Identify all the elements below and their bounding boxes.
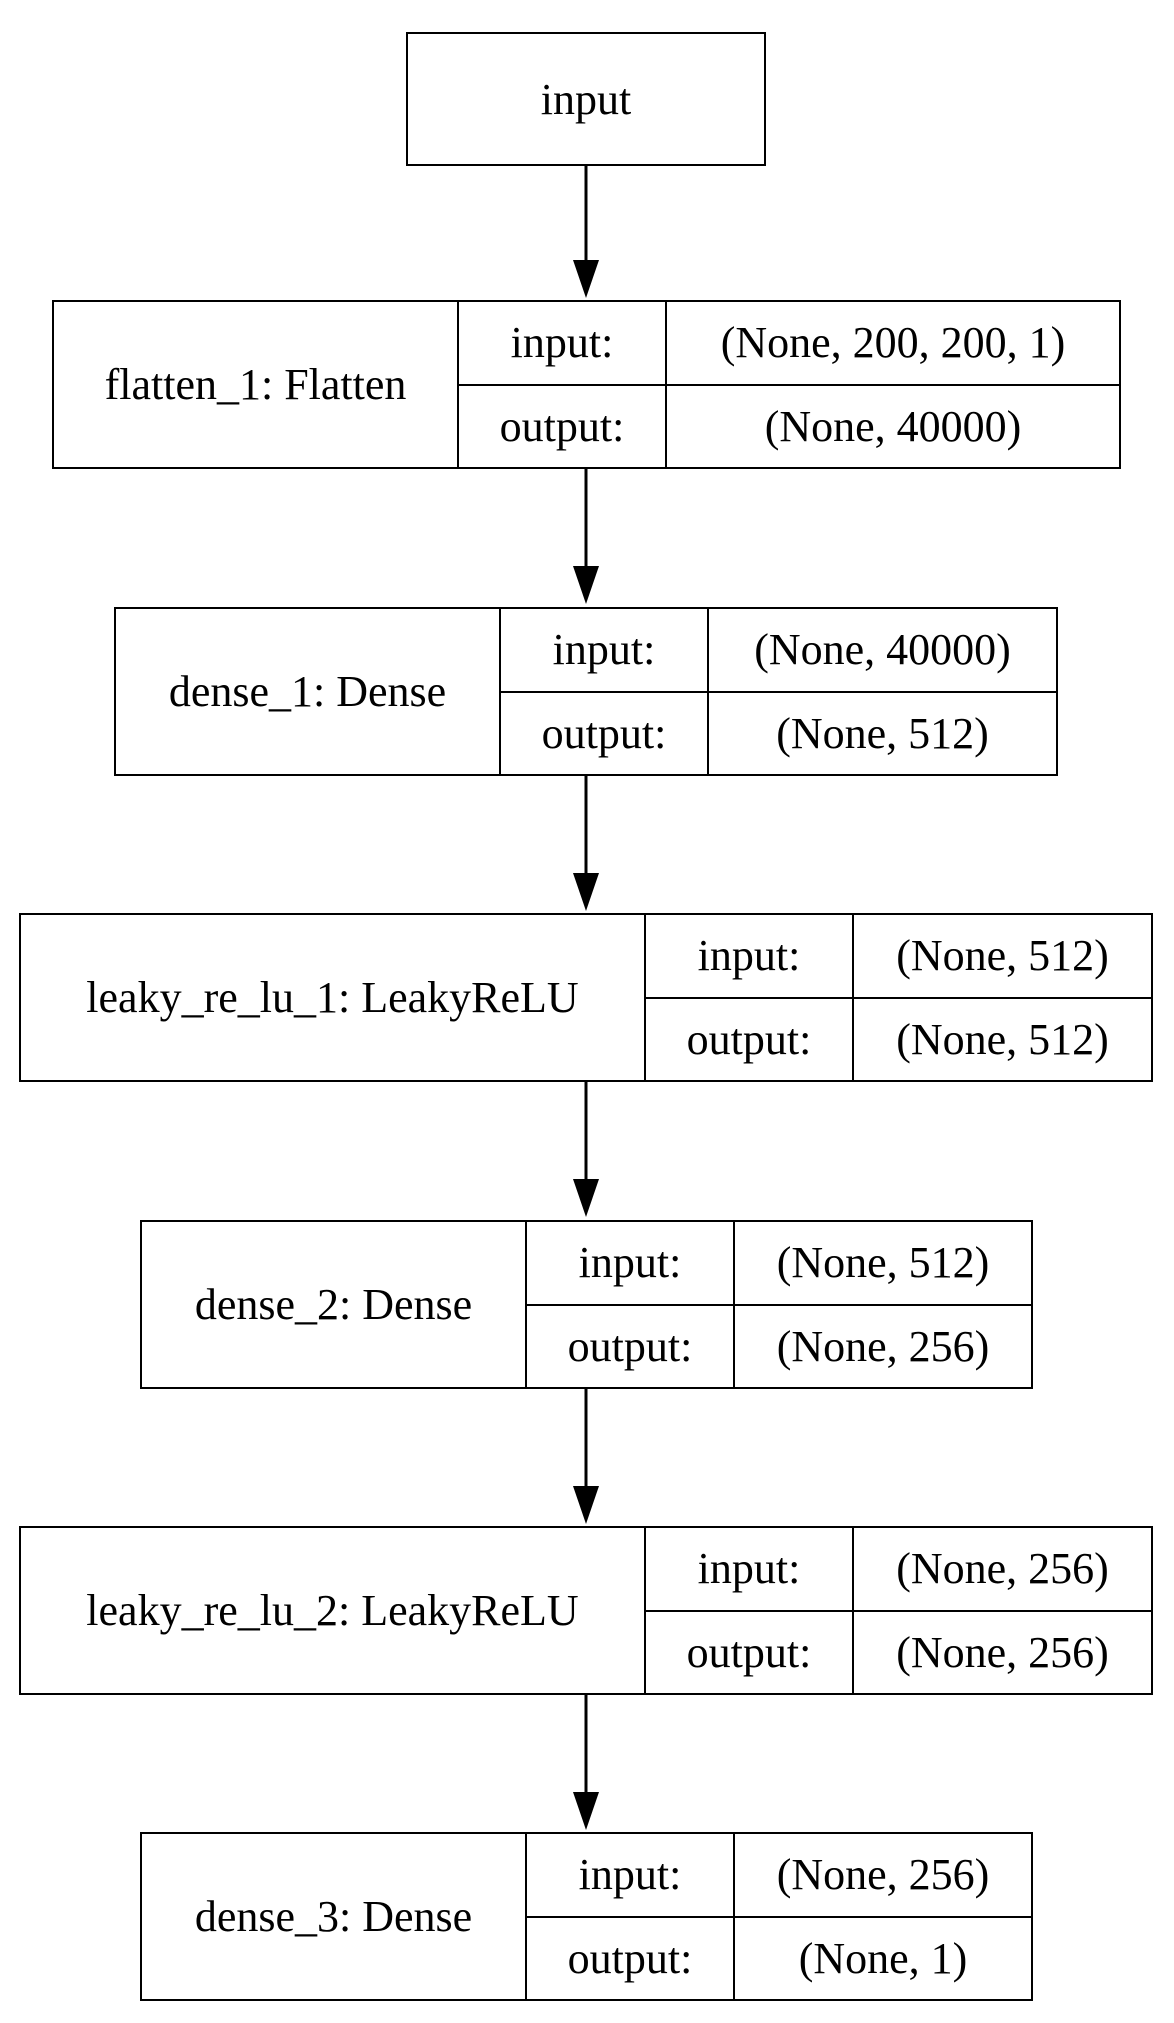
layer-name: leaky_re_lu_2: LeakyReLU [21, 1528, 646, 1693]
layer-name: flatten_1: Flatten [54, 302, 459, 467]
input-shape: (None, 512) [735, 1222, 1031, 1306]
layer-node-leaky_re_lu_2: leaky_re_lu_2: LeakyReLU input: output: … [19, 1526, 1153, 1695]
output-label: output: [686, 1014, 812, 1064]
io-shapes: (None, 512) (None, 512) [854, 915, 1151, 1080]
output-shape: (None, 512) [776, 708, 989, 758]
edge-leaky_re_lu_1-to-dense_2 [573, 1081, 599, 1217]
layer-node-dense_1: dense_1: Dense input: output: (None, 400… [114, 607, 1058, 776]
io-labels: input: output: [527, 1222, 735, 1387]
input-node: input [406, 32, 766, 166]
input-label: input: [501, 609, 707, 693]
output-label: output: [686, 1627, 812, 1677]
io-labels: input: output: [646, 915, 854, 1080]
layer-node-dense_2: dense_2: Dense input: output: (None, 512… [140, 1220, 1033, 1389]
edge-input-to-flatten_1 [573, 165, 599, 298]
input-shape: (None, 200, 200, 1) [667, 302, 1119, 386]
input-label: input: [527, 1834, 733, 1918]
edge-dense_1-to-leaky_re_lu_1 [573, 775, 599, 911]
input-label: input: [459, 302, 665, 386]
edge-dense_2-to-leaky_re_lu_2 [573, 1388, 599, 1524]
output-shape: (None, 40000) [764, 401, 1022, 451]
layer-node-flatten_1: flatten_1: Flatten input: output: (None,… [52, 300, 1121, 469]
io-labels: input: output: [501, 609, 709, 774]
layer-name: leaky_re_lu_1: LeakyReLU [21, 915, 646, 1080]
edge-leaky_re_lu_2-to-dense_3 [573, 1694, 599, 1830]
input-label: input: [646, 1528, 852, 1612]
io-labels: input: output: [459, 302, 667, 467]
input-label: input: [646, 915, 852, 999]
output-shape: (None, 1) [798, 1933, 968, 1983]
output-label: output: [499, 401, 625, 451]
layer-name: dense_3: Dense [142, 1834, 527, 1999]
layer-node-leaky_re_lu_1: leaky_re_lu_1: LeakyReLU input: output: … [19, 913, 1153, 1082]
output-label: output: [567, 1933, 693, 1983]
input-shape: (None, 512) [854, 915, 1151, 999]
output-shape: (None, 256) [776, 1321, 990, 1371]
io-shapes: (None, 40000) (None, 512) [709, 609, 1056, 774]
output-label: output: [567, 1321, 693, 1371]
io-shapes: (None, 512) (None, 256) [735, 1222, 1031, 1387]
input-shape: (None, 40000) [709, 609, 1056, 693]
io-shapes: (None, 256) (None, 1) [735, 1834, 1031, 1999]
layer-node-dense_3: dense_3: Dense input: output: (None, 256… [140, 1832, 1033, 2001]
input-node-label: input [540, 74, 632, 124]
output-shape: (None, 256) [896, 1627, 1109, 1677]
output-label: output: [541, 708, 667, 758]
input-shape: (None, 256) [854, 1528, 1151, 1612]
input-shape: (None, 256) [735, 1834, 1031, 1918]
io-labels: input: output: [646, 1528, 854, 1693]
layer-name: dense_1: Dense [116, 609, 501, 774]
layer-name: dense_2: Dense [142, 1222, 527, 1387]
io-shapes: (None, 256) (None, 256) [854, 1528, 1151, 1693]
io-shapes: (None, 200, 200, 1) (None, 40000) [667, 302, 1119, 467]
output-shape: (None, 512) [896, 1014, 1109, 1064]
input-label: input: [527, 1222, 733, 1306]
io-labels: input: output: [527, 1834, 735, 1999]
edge-flatten_1-to-dense_1 [573, 468, 599, 604]
